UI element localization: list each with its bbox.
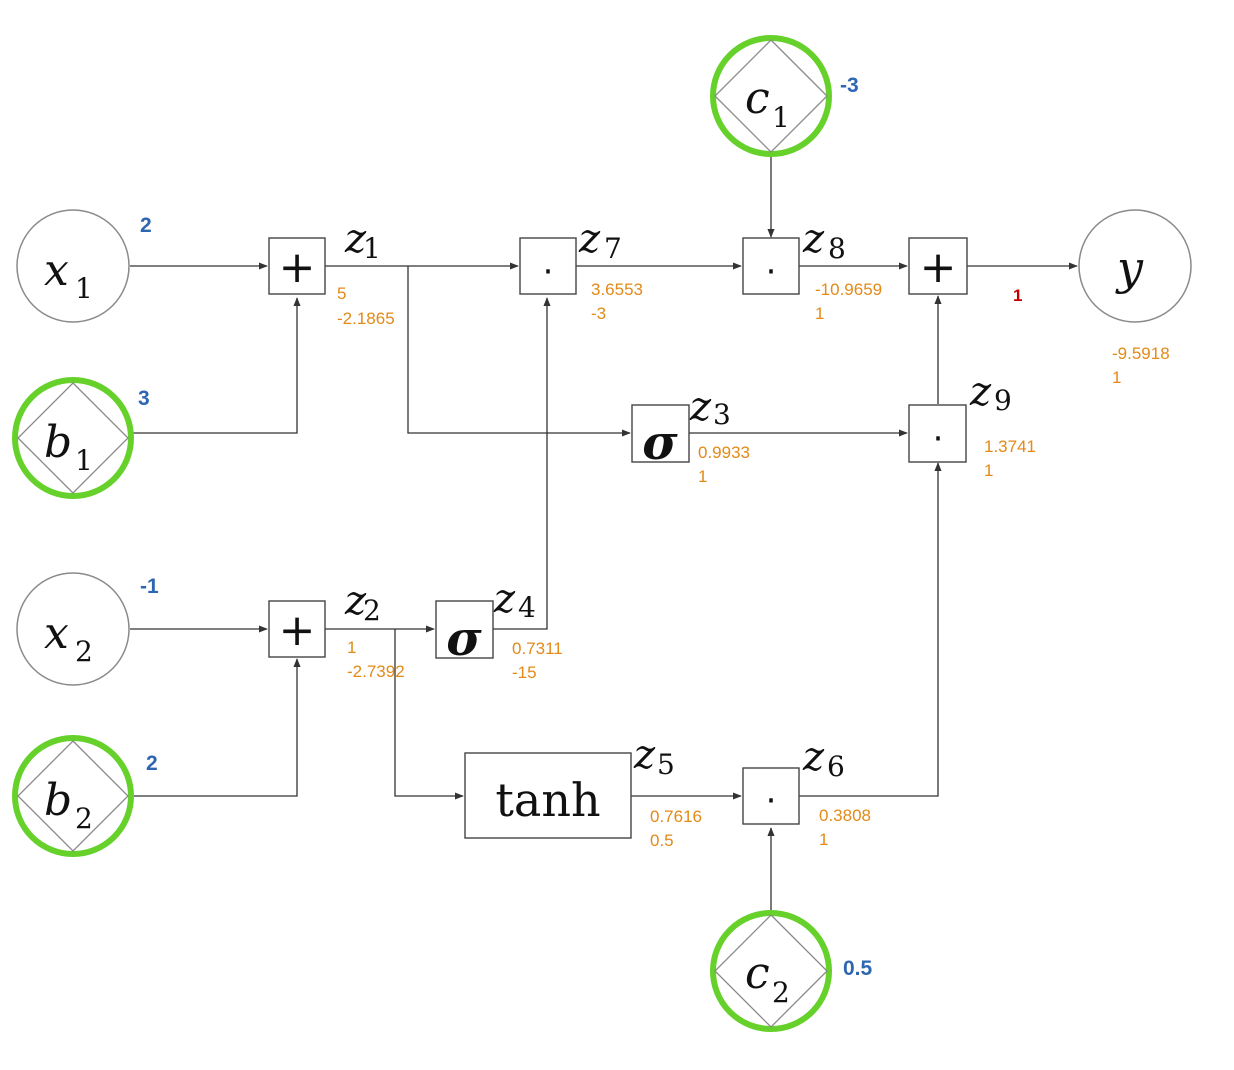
- op-z6: · z 6 0.3808 1: [742, 734, 871, 849]
- node-b1-value: 3: [138, 387, 150, 410]
- node-x1: x 1 2: [16, 209, 153, 323]
- op-z3-grad: 1: [698, 467, 707, 486]
- op-z9-label: z: [969, 369, 992, 415]
- node-c2-sub: 2: [772, 976, 790, 1009]
- op-z1-forward: 5: [337, 284, 346, 303]
- node-b1-sub: 1: [75, 444, 93, 477]
- op-z4-symbol: σ: [446, 611, 482, 667]
- op-z1-symbol: +: [279, 242, 316, 293]
- op-z1-grad: -2.1865: [337, 309, 395, 328]
- node-c2-name: c: [745, 948, 770, 999]
- node-c2-value: 0.5: [843, 957, 873, 980]
- op-z9-symbol: ·: [933, 419, 944, 459]
- op-z2-symbol: +: [279, 605, 316, 656]
- op-z4-sub: 4: [518, 591, 536, 624]
- node-b1-name: b: [44, 417, 72, 468]
- op-z5: tanh z 5 0.7616 0.5: [464, 732, 702, 850]
- node-b2-value: 2: [146, 752, 158, 775]
- edge-b1-z1: [130, 297, 301, 434]
- op-z7: · z 7 3.6553 -3: [519, 216, 643, 323]
- node-y-forward: -9.5918: [1112, 344, 1170, 363]
- node-b2-name: b: [44, 775, 72, 826]
- op-z9-grad: 1: [984, 461, 993, 480]
- edge-z2-z5: [394, 629, 464, 800]
- node-c1-value: -3: [840, 74, 859, 97]
- op-z5-label: z: [633, 732, 656, 778]
- node-y-incoming-grad: 1: [1013, 286, 1022, 305]
- op-z3: σ z 3 0.9933 1: [631, 384, 750, 486]
- op-z1-sub: 1: [363, 232, 381, 265]
- node-x1-sub: 1: [75, 272, 93, 305]
- op-z7-forward: 3.6553: [591, 280, 643, 299]
- op-z8-sub: 8: [828, 232, 846, 265]
- node-c1: c 1 -3: [710, 35, 860, 157]
- op-z8-grad: 1: [815, 304, 824, 323]
- op-z5-sub: 5: [657, 748, 675, 781]
- op-z3-forward: 0.9933: [698, 443, 750, 462]
- op-z7-symbol: ·: [543, 252, 554, 292]
- node-y-grad: 1: [1112, 368, 1121, 387]
- op-z5-forward: 0.7616: [650, 807, 702, 826]
- op-z6-grad: 1: [819, 830, 828, 849]
- node-x1-value: 2: [140, 214, 152, 237]
- op-sum-symbol: +: [920, 242, 957, 293]
- op-z1-label: z: [344, 216, 367, 262]
- op-z9-sub: 9: [994, 384, 1012, 417]
- node-b2-sub: 2: [75, 802, 93, 835]
- edges: [130, 156, 1078, 912]
- node-x2-name: x: [44, 608, 69, 659]
- op-z6-forward: 0.3808: [819, 806, 871, 825]
- node-y-name: y: [1115, 241, 1144, 295]
- op-z6-label: z: [802, 734, 825, 780]
- op-z8-symbol: ·: [766, 252, 777, 292]
- op-z7-label: z: [578, 216, 601, 262]
- node-b1: b 1 3: [12, 377, 151, 499]
- node-x1-name: x: [44, 245, 69, 296]
- op-z4: σ z 4 0.7311 -15: [435, 576, 563, 682]
- edge-z1-z3: [407, 266, 631, 437]
- node-c2: c 2 0.5: [710, 910, 874, 1032]
- op-z4-label: z: [493, 576, 516, 622]
- op-z8: · z 8 -10.9659 1: [742, 216, 882, 323]
- node-b2: b 2 2: [12, 735, 159, 857]
- op-z7-grad: -3: [591, 304, 606, 323]
- op-z4-grad: -15: [512, 663, 537, 682]
- op-z2-grad: -2.7392: [347, 662, 405, 681]
- op-z7-sub: 7: [604, 232, 622, 265]
- op-z5-symbol: tanh: [495, 773, 600, 827]
- op-z2-forward: 1: [347, 638, 356, 657]
- op-z6-sub: 6: [827, 750, 845, 783]
- op-z3-sub: 3: [713, 398, 731, 431]
- op-z8-label: z: [802, 216, 825, 262]
- op-z9-forward: 1.3741: [984, 437, 1036, 456]
- node-c1-name: c: [745, 73, 770, 124]
- edge-b2-z2: [130, 658, 301, 797]
- op-z4-forward: 0.7311: [512, 639, 563, 658]
- op-z8-forward: -10.9659: [815, 280, 882, 299]
- op-z1: + z 1 5 -2.1865: [268, 216, 395, 328]
- node-c1-sub: 1: [772, 101, 790, 134]
- op-z2: + z 2 1 -2.7392: [268, 578, 405, 681]
- op-z2-label: z: [344, 578, 367, 624]
- op-z2-sub: 2: [363, 594, 381, 627]
- node-x2-sub: 2: [75, 635, 93, 668]
- op-z3-symbol: σ: [642, 415, 678, 471]
- op-sum: +: [908, 237, 968, 295]
- edge-z6-z9: [799, 462, 942, 797]
- node-x2: x 2 -1: [16, 572, 160, 686]
- op-z9: · z 9 1.3741 1: [908, 369, 1036, 480]
- op-z5-grad: 0.5: [650, 831, 674, 850]
- op-z3-label: z: [689, 384, 712, 430]
- node-y: y -9.5918 1 1: [1012, 209, 1192, 387]
- edge-z4-z7: [493, 297, 551, 630]
- op-z6-symbol: ·: [766, 781, 777, 821]
- node-x2-value: -1: [140, 575, 159, 598]
